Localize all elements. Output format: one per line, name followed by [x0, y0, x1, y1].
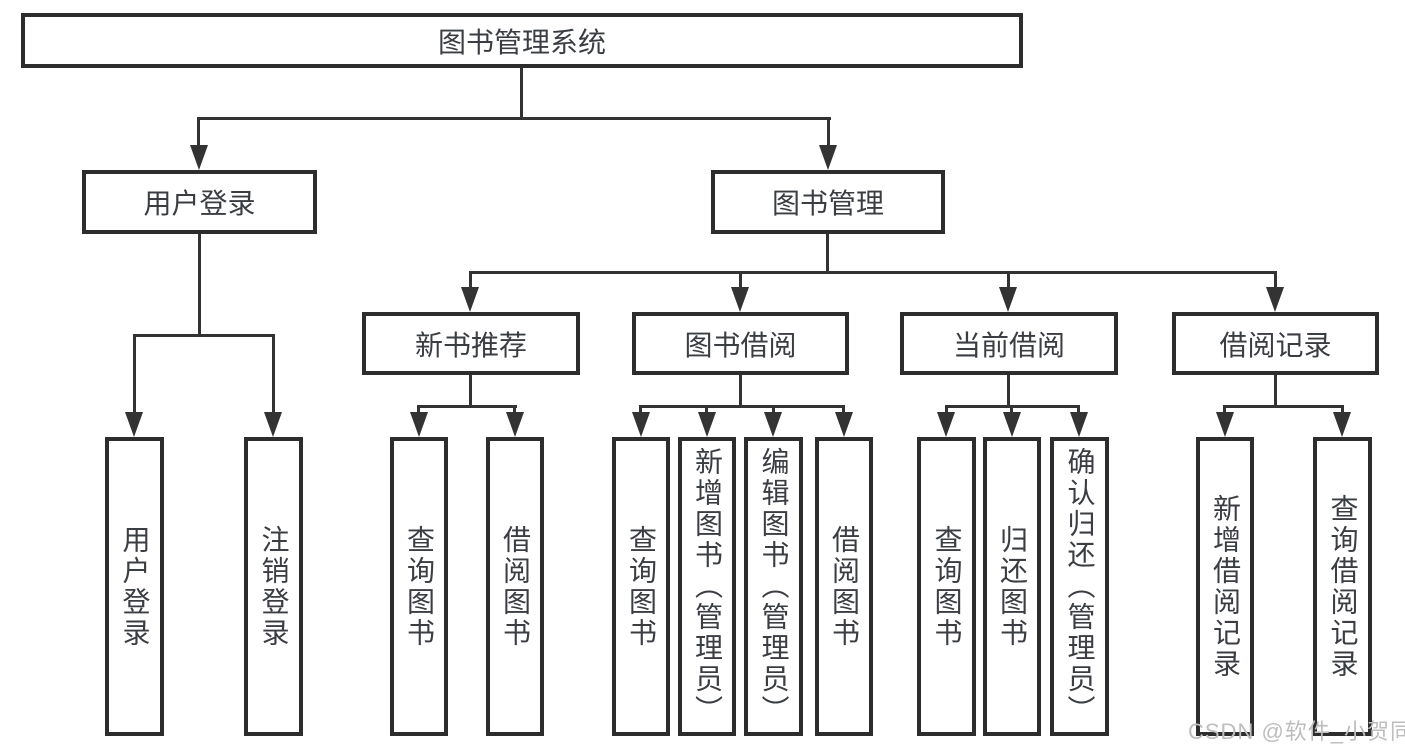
connector-line	[1274, 271, 1277, 289]
node-user-login-label: 用户登录	[143, 188, 256, 219]
node-book-borrowing: 图书借阅	[632, 312, 849, 375]
arrowhead-down-icon	[1216, 412, 1234, 437]
leaf-borrow-books-recommend-label: 借阅图书	[500, 524, 531, 649]
node-new-book-recommend: 新书推荐	[362, 312, 580, 375]
connector-line	[739, 375, 742, 408]
leaf-query-books-recommend-label: 查询图书	[404, 524, 435, 649]
arrowhead-down-icon	[190, 145, 208, 170]
leaf-confirm-return-admin: 确认归还（管理员）	[1050, 437, 1109, 736]
connector-line	[469, 271, 1277, 274]
arrowhead-down-icon	[835, 412, 853, 437]
arrowhead-down-icon	[410, 412, 428, 437]
connector-line	[826, 234, 829, 274]
connector-line	[739, 271, 742, 289]
connector-line	[1077, 405, 1080, 414]
leaf-borrow-books: 借阅图书	[815, 437, 873, 736]
leaf-query-books-current-label: 查询图书	[931, 524, 963, 649]
leaf-add-borrow-record-label: 新增借阅记录	[1210, 493, 1241, 680]
arrowhead-down-icon	[632, 412, 650, 437]
leaf-user-login-label: 用户登录	[119, 524, 151, 649]
connector-line	[705, 405, 708, 414]
connector-line	[520, 68, 523, 118]
connector-line	[272, 334, 275, 414]
leaf-add-books-admin-label: 新增图书（管理员）	[692, 447, 723, 726]
connector-line	[772, 405, 775, 414]
leaf-logout-label: 注销登录	[258, 524, 290, 649]
arrowhead-down-icon	[764, 412, 782, 437]
connector-line	[1010, 405, 1013, 414]
connector-line	[197, 117, 831, 120]
connector-line	[417, 405, 420, 414]
connector-line	[1223, 405, 1344, 408]
arrowhead-down-icon	[698, 412, 716, 437]
node-book-management-label: 图书管理	[771, 188, 884, 219]
arrowhead-down-icon	[264, 412, 282, 437]
leaf-return-books-label: 归还图书	[997, 524, 1028, 649]
arrowhead-down-icon	[1333, 412, 1351, 437]
leaf-add-borrow-record: 新增借阅记录	[1196, 437, 1254, 736]
node-library-system-label: 图书管理系统	[437, 26, 606, 58]
node-book-borrowing-label: 图书借阅	[684, 329, 797, 361]
connector-line	[198, 234, 201, 337]
node-current-borrowing: 当前借阅	[900, 312, 1118, 375]
arrowhead-down-icon	[506, 412, 524, 437]
leaf-query-borrow-record-label: 查询借阅记录	[1327, 493, 1359, 680]
leaf-confirm-return-admin-label: 确认归还（管理员）	[1064, 447, 1096, 726]
connector-line	[639, 405, 642, 414]
connector-line	[639, 405, 845, 408]
connector-line	[827, 117, 830, 147]
arrowhead-down-icon	[1266, 287, 1284, 312]
connector-line	[133, 334, 136, 414]
leaf-query-books-borrowing-label: 查询图书	[626, 524, 657, 649]
node-library-system: 图书管理系统	[21, 13, 1023, 68]
connector-line	[469, 271, 472, 289]
leaf-borrow-books-label: 借阅图书	[829, 524, 860, 649]
connector-line	[1341, 405, 1344, 414]
leaf-user-login: 用户登录	[105, 437, 164, 736]
connector-line	[945, 405, 948, 414]
connector-line	[1274, 375, 1277, 408]
leaf-query-books-recommend: 查询图书	[390, 437, 448, 736]
leaf-return-books: 归还图书	[983, 437, 1041, 736]
arrowhead-down-icon	[1070, 412, 1088, 437]
watermark-text: CSDN @软件_小贺同学	[1188, 719, 1405, 744]
leaf-borrow-books-recommend: 借阅图书	[486, 437, 544, 736]
arrowhead-down-icon	[125, 412, 143, 437]
leaf-edit-books-admin-label: 编辑图书（管理员）	[758, 447, 790, 726]
connector-line	[1007, 271, 1010, 289]
node-new-book-recommend-label: 新书推荐	[414, 329, 527, 361]
arrowhead-down-icon	[1003, 412, 1021, 437]
leaf-query-books-borrowing: 查询图书	[612, 437, 670, 736]
connector-line	[417, 405, 517, 408]
node-borrowing-records: 借阅记录	[1172, 312, 1379, 375]
leaf-query-borrow-record: 查询借阅记录	[1313, 437, 1372, 736]
node-user-login: 用户登录	[82, 170, 317, 234]
arrowhead-down-icon	[819, 145, 837, 170]
leaf-query-books-current: 查询图书	[917, 437, 976, 736]
arrowhead-down-icon	[999, 287, 1017, 312]
connector-line	[1007, 375, 1010, 408]
arrowhead-down-icon	[731, 287, 749, 312]
connector-line	[197, 117, 200, 147]
arrowhead-down-icon	[461, 287, 479, 312]
leaf-logout: 注销登录	[244, 437, 303, 736]
node-book-management: 图书管理	[711, 170, 945, 234]
connector-line	[1223, 405, 1226, 414]
node-borrowing-records-label: 借阅记录	[1219, 329, 1332, 361]
node-current-borrowing-label: 当前借阅	[952, 329, 1065, 361]
connector-line	[133, 334, 275, 337]
leaf-add-books-admin: 新增图书（管理员）	[678, 437, 736, 736]
connector-line	[513, 405, 516, 414]
connector-line	[842, 405, 845, 414]
connector-line	[469, 375, 472, 408]
leaf-edit-books-admin: 编辑图书（管理员）	[744, 437, 803, 736]
arrowhead-down-icon	[937, 412, 955, 437]
